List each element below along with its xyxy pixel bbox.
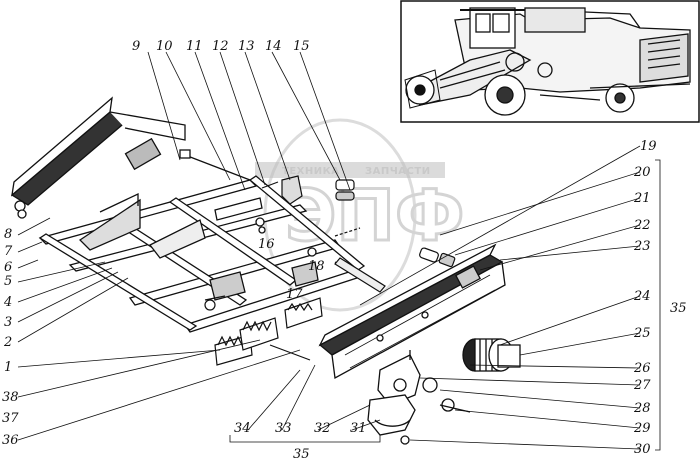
label-17: 17 [286,287,303,302]
watermark-line1: ТЕХНИКА [282,166,340,177]
svg-text:ЭПФ: ЭПФ [285,175,464,257]
upper-beam-left [10,96,186,219]
main-frame [38,149,366,333]
label-26: 26 [633,361,651,376]
label-30: 30 [634,442,651,457]
label-13: 13 [238,39,255,54]
label-3: 3 [4,315,12,330]
label-29: 29 [633,421,651,436]
label-18: 18 [308,259,325,274]
label-36: 36 [2,433,19,448]
label-31: 31 [350,421,367,436]
label-38: 38 [2,390,19,405]
rollers [462,338,521,372]
label-35-right: 35 [670,301,687,316]
combine-harvester-inset [400,0,700,123]
leader-lines [17,51,661,451]
label-22: 22 [633,218,651,233]
watermark: ЭПФ ТЕХНИКА ЗАПЧАСТИ [255,118,466,312]
label-37: 37 [2,411,19,426]
label-11: 11 [186,39,203,54]
label-16: 16 [258,237,275,252]
lower-beam-right [318,243,506,380]
label-8: 8 [4,227,12,242]
bracket-assembly [367,350,471,445]
label-24: 24 [633,289,651,304]
label-1: 1 [4,360,12,375]
label-33: 33 [275,421,292,436]
callout-labels: 9 10 11 12 13 14 15 8 7 6 5 4 3 2 1 38 3… [2,39,687,461]
label-21: 21 [633,191,651,206]
label-6: 6 [4,260,12,275]
label-25: 25 [633,326,651,341]
label-4: 4 [3,295,12,310]
watermark-line2: ЗАПЧАСТИ [365,166,431,177]
label-27: 27 [633,378,651,393]
label-34: 34 [234,421,251,436]
label-28: 28 [633,401,651,416]
bolts-right [334,247,456,293]
label-2: 2 [3,335,12,350]
label-23: 23 [633,239,651,254]
label-20: 20 [633,165,651,180]
label-12: 12 [212,39,229,54]
label-9: 9 [132,39,140,54]
label-5: 5 [4,274,12,289]
label-35-bottom: 35 [293,447,310,461]
label-7: 7 [4,244,13,259]
label-32: 32 [314,421,331,436]
label-14: 14 [265,39,282,54]
label-19: 19 [640,139,657,154]
label-15: 15 [293,39,310,54]
knife-bars [204,295,323,366]
label-10: 10 [156,39,173,54]
